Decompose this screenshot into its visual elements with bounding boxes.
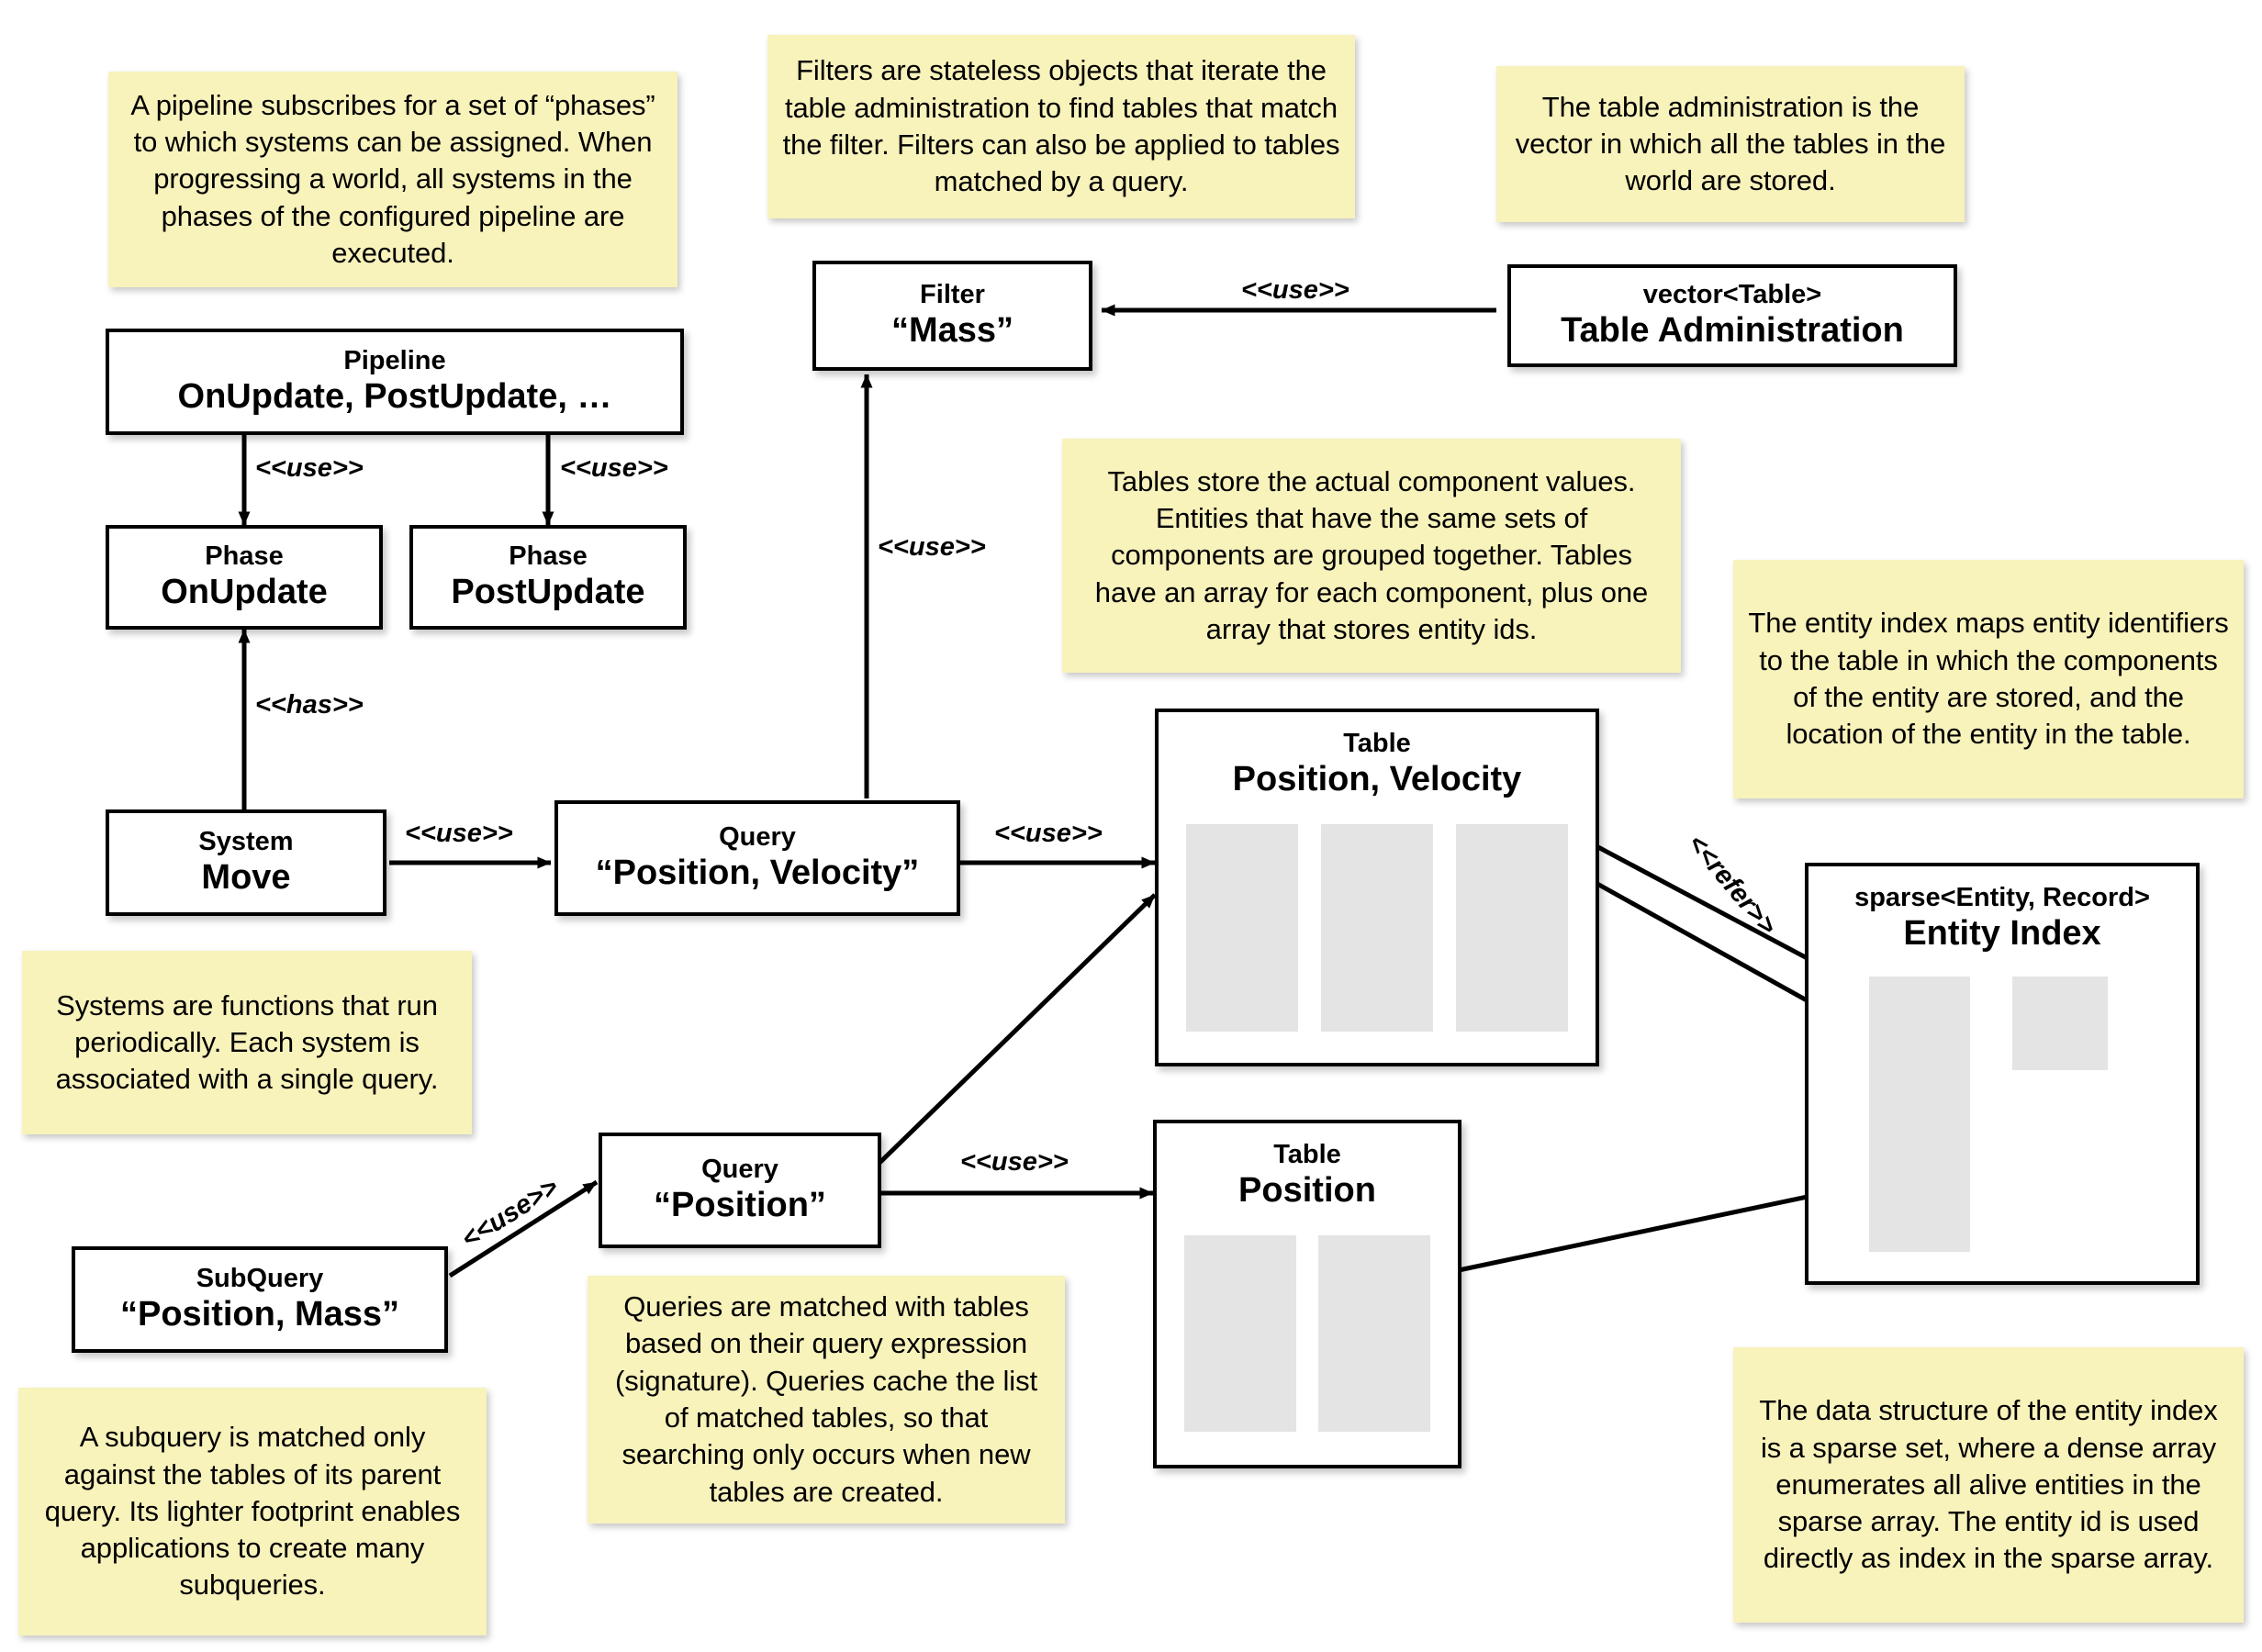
box-subquery-position-mass[interactable]: SubQuery “Position, Mass” xyxy=(72,1246,448,1353)
table-column xyxy=(1186,824,1298,1032)
note-pipeline-text: A pipeline subscribes for a set of “phas… xyxy=(130,88,655,269)
table-administration-stereotype: vector<Table> xyxy=(1642,279,1822,309)
box-table-position-velocity[interactable]: Table Position, Velocity xyxy=(1155,709,1599,1066)
box-table-administration[interactable]: vector<Table> Table Administration xyxy=(1507,264,1957,367)
edge-label-pipeline-to-postupdate: <<use>> xyxy=(560,453,668,483)
pipeline-stereotype: Pipeline xyxy=(343,345,446,375)
edge-label-query-to-filter: <<use>> xyxy=(878,532,986,562)
note-pipeline: A pipeline subscribes for a set of “phas… xyxy=(108,72,677,287)
table-column xyxy=(1321,824,1433,1032)
note-filter: Filters are stateless objects that itera… xyxy=(767,35,1355,218)
note-sparse-set: The data structure of the entity index i… xyxy=(1733,1347,2244,1623)
entity-index-dense-array xyxy=(2012,977,2108,1070)
table-position-velocity-stereotype: Table xyxy=(1343,729,1411,758)
entity-index-name: Entity Index xyxy=(1903,914,2101,954)
query-position-name: “Position” xyxy=(654,1186,826,1225)
edge-label-query-position-to-table: <<use>> xyxy=(960,1147,1069,1177)
phase-postupdate-name: PostUpdate xyxy=(451,573,645,612)
edge-label-table-to-entity-index: <<refer>> xyxy=(1681,829,1783,942)
note-entity-index-text: The entity index maps entity identifiers… xyxy=(1748,607,2229,751)
subquery-stereotype: SubQuery xyxy=(196,1263,324,1293)
table-column xyxy=(1184,1235,1296,1432)
table-position-name: Position xyxy=(1238,1171,1376,1211)
note-table-administration-text: The table administration is the vector i… xyxy=(1515,90,1946,197)
note-subquery-text: A subquery is matched only against the t… xyxy=(44,1421,461,1602)
phase-onupdate-stereotype: Phase xyxy=(205,541,284,571)
note-entity-index: The entity index maps entity identifiers… xyxy=(1733,560,2244,798)
box-system-move[interactable]: System Move xyxy=(106,809,386,916)
box-entity-index[interactable]: sparse<Entity, Record> Entity Index xyxy=(1805,863,2200,1285)
edge-label-pipeline-to-onupdate: <<use>> xyxy=(255,453,364,483)
note-systems-text: Systems are functions that run periodica… xyxy=(55,988,439,1096)
pipeline-name: OnUpdate, PostUpdate, … xyxy=(177,377,612,417)
box-query-position[interactable]: Query “Position” xyxy=(599,1133,881,1248)
note-tables: Tables store the actual component values… xyxy=(1062,439,1681,673)
note-tables-text: Tables store the actual component values… xyxy=(1094,464,1649,645)
table-position-stereotype: Table xyxy=(1273,1140,1341,1169)
edge-label-subquery-to-query: <<use>> xyxy=(456,1172,564,1255)
box-pipeline[interactable]: Pipeline OnUpdate, PostUpdate, … xyxy=(106,329,684,435)
table-administration-name: Table Administration xyxy=(1561,311,1904,351)
note-systems: Systems are functions that run periodica… xyxy=(22,951,472,1134)
query-position-stereotype: Query xyxy=(701,1154,778,1184)
box-table-position[interactable]: Table Position xyxy=(1153,1120,1461,1468)
system-move-name: Move xyxy=(201,858,291,898)
subquery-name: “Position, Mass” xyxy=(119,1295,400,1334)
query-position-velocity-stereotype: Query xyxy=(719,821,796,852)
edge-label-system-to-query: <<use>> xyxy=(405,819,513,848)
table-position-columns xyxy=(1184,1235,1430,1432)
note-subquery: A subquery is matched only against the t… xyxy=(18,1388,487,1635)
box-filter-mass[interactable]: Filter “Mass” xyxy=(812,261,1092,371)
phase-postupdate-stereotype: Phase xyxy=(509,541,588,571)
note-filter-text: Filters are stateless objects that itera… xyxy=(782,54,1340,198)
entity-index-sparse-array xyxy=(1869,977,1970,1252)
system-move-stereotype: System xyxy=(198,826,294,856)
note-sparse-set-text: The data structure of the entity index i… xyxy=(1759,1394,2218,1575)
note-queries-text: Queries are matched with tables based on… xyxy=(615,1290,1037,1508)
phase-onupdate-name: OnUpdate xyxy=(161,573,328,612)
note-table-administration: The table administration is the vector i… xyxy=(1496,66,1965,222)
query-position-velocity-name: “Position, Velocity” xyxy=(595,854,920,893)
table-position-velocity-name: Position, Velocity xyxy=(1232,760,1522,799)
edge-label-admin-to-filter: <<use>> xyxy=(1241,275,1349,305)
filter-mass-stereotype: Filter xyxy=(920,279,985,309)
box-phase-onupdate[interactable]: Phase OnUpdate xyxy=(106,525,383,630)
box-query-position-velocity[interactable]: Query “Position, Velocity” xyxy=(554,800,960,916)
table-column xyxy=(1456,824,1568,1032)
edge-query-position-to-table-pv xyxy=(875,893,1157,1167)
table-position-velocity-columns xyxy=(1186,824,1568,1032)
entity-index-stereotype: sparse<Entity, Record> xyxy=(1854,883,2150,912)
edge-label-query-to-table: <<use>> xyxy=(994,819,1103,848)
note-queries: Queries are matched with tables based on… xyxy=(588,1276,1065,1524)
filter-mass-name: “Mass” xyxy=(890,311,1014,351)
box-phase-postupdate[interactable]: Phase PostUpdate xyxy=(409,525,687,630)
edge-label-system-to-phase: <<has>> xyxy=(255,690,364,720)
table-column xyxy=(1318,1235,1430,1432)
